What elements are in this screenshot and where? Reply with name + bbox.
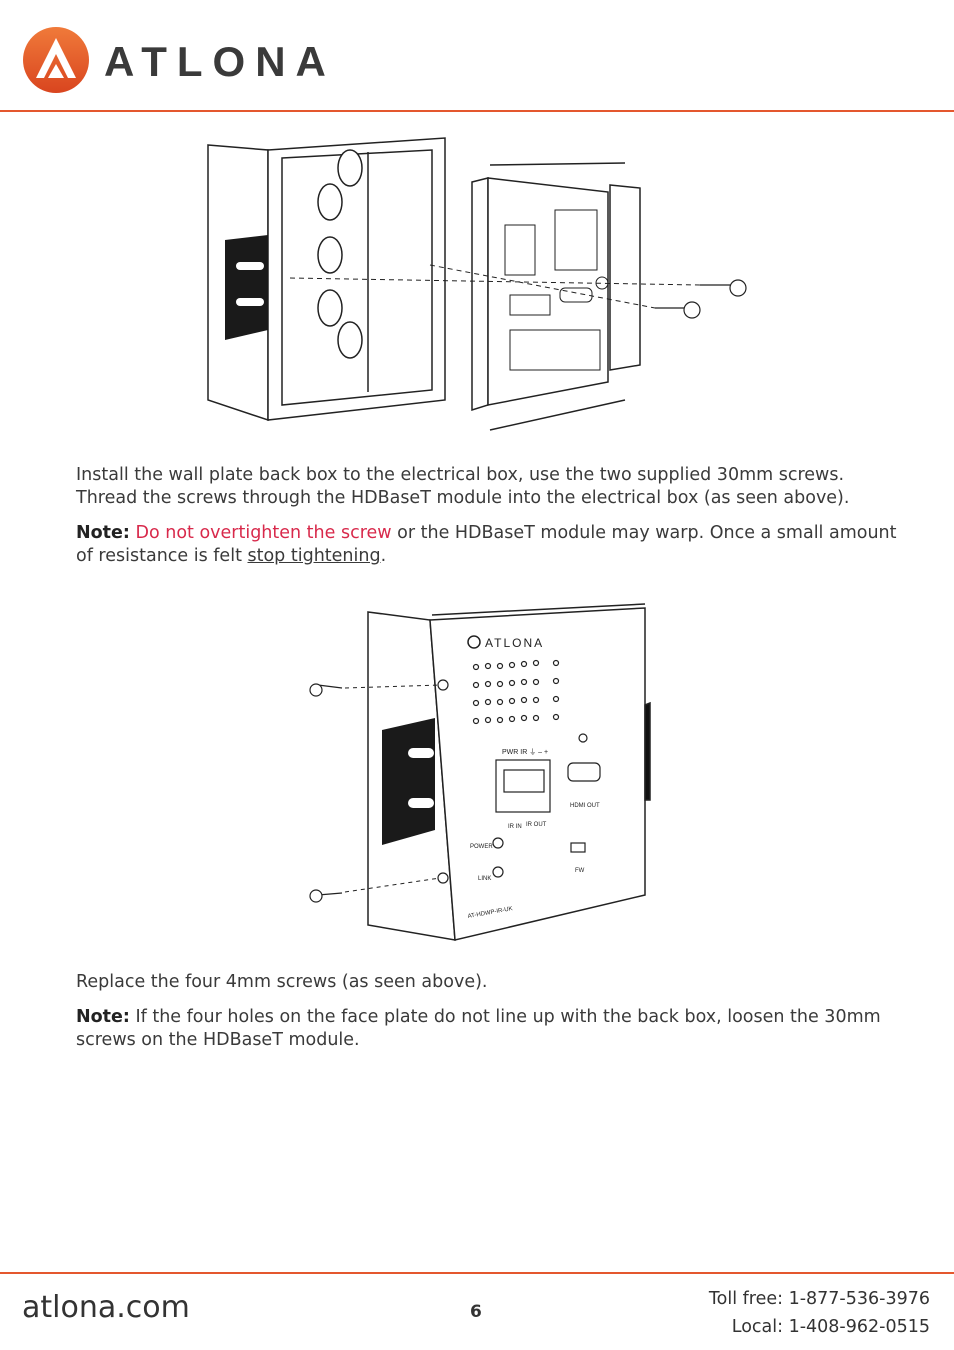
note-end-text: . xyxy=(380,546,387,566)
replace-screws-text: Replace the four 4mm screws (as seen abo… xyxy=(76,972,488,992)
contact-info: Toll free: 1-877-536-3976 Local: 1-408-9… xyxy=(709,1285,930,1341)
logo-wordmark: ATLONA xyxy=(104,38,336,85)
header-rule xyxy=(0,110,954,112)
wall-box-diagram xyxy=(207,137,747,431)
link-label: LINK xyxy=(478,876,491,882)
note-middle-text: or the HDBaseT module may warp. Once a s… xyxy=(76,523,897,566)
note2-text: If the four holes on the face plate do n… xyxy=(76,1007,881,1050)
install-instructions: Install the wall plate back box to the e… xyxy=(76,465,850,508)
note-overtighten: Note: Do not overtighten the screw or th… xyxy=(76,522,906,568)
website-link[interactable]: atlona.com xyxy=(22,1290,190,1325)
note2-label: Note: xyxy=(76,1007,130,1027)
face-plate-diagram: ATLONA PWR IR ⏚ – + HDMI OUT IR IN IR OU… xyxy=(309,603,651,941)
faceplate-brand: ATLONA xyxy=(485,636,544,650)
fw-label: FW xyxy=(575,868,585,874)
note-label: Note: xyxy=(76,523,130,543)
page-number: 6 xyxy=(470,1302,482,1322)
footer-rule xyxy=(0,1272,954,1274)
power-label: POWER xyxy=(470,844,493,850)
ir-out-label: IR OUT xyxy=(526,822,547,828)
ir-in-label: IR IN xyxy=(508,824,522,830)
note-alignment: Note: If the four holes on the face plat… xyxy=(76,1006,906,1052)
hdmi-out-label: HDMI OUT xyxy=(570,803,600,809)
terminal-label: PWR IR ⏚ – + xyxy=(502,748,548,756)
atlona-logo: ATLONA xyxy=(23,27,336,93)
stop-tightening-text: stop tightening xyxy=(247,546,381,566)
local-number: Local: 1-408-962-0515 xyxy=(731,1317,930,1337)
warning-text: Do not overtighten the screw xyxy=(135,523,392,543)
toll-free-number: Toll free: 1-877-536-3976 xyxy=(708,1289,930,1309)
